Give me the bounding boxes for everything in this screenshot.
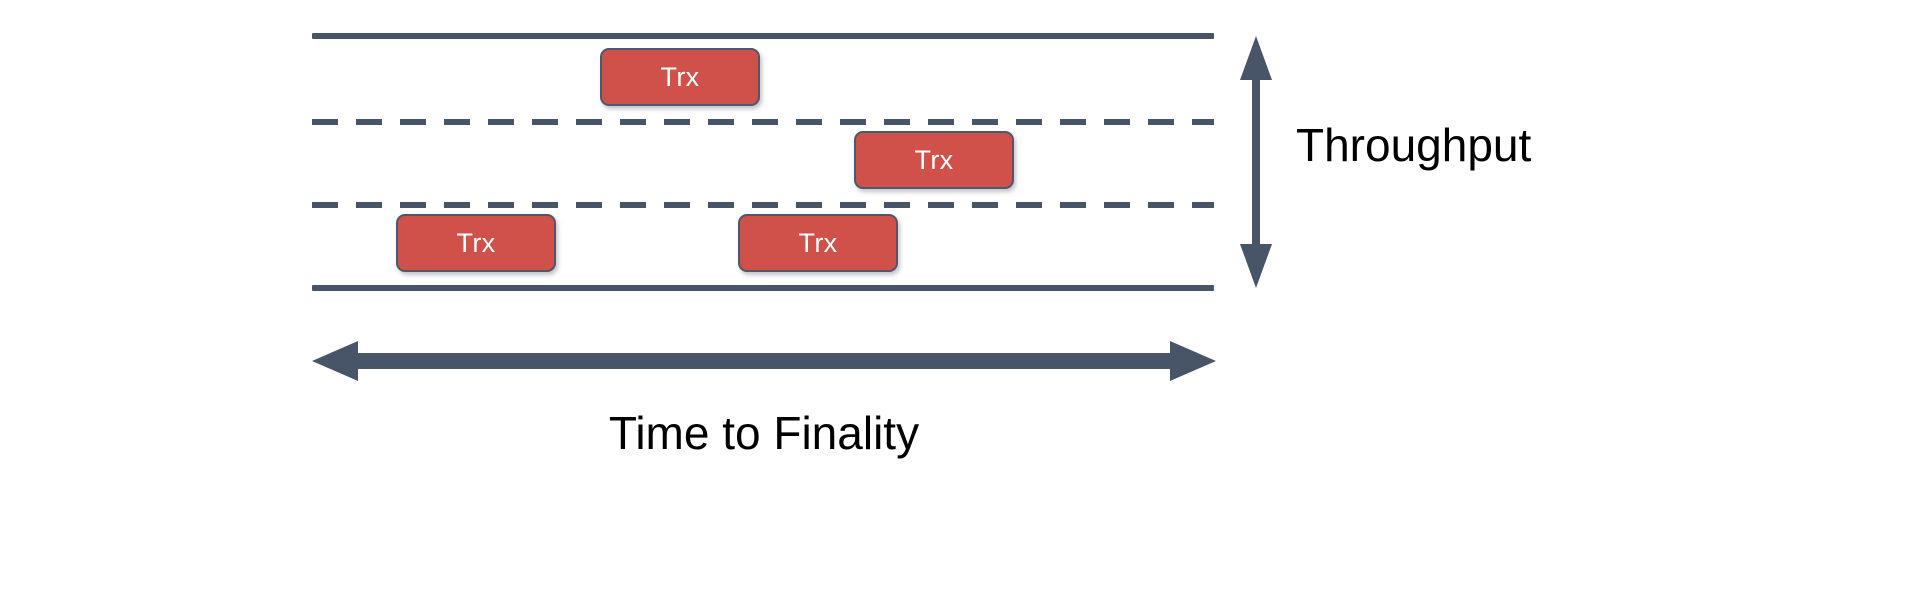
time-to-finality-arrow-icon xyxy=(312,335,1216,387)
lane-bottom-boundary-line xyxy=(312,285,1214,291)
throughput-arrow-icon xyxy=(1238,36,1274,288)
time-to-finality-axis-label: Time to Finality xyxy=(608,407,920,459)
lane-divider-line-1 xyxy=(312,119,1214,125)
throughput-axis-label: Throughput xyxy=(1296,119,1532,171)
transaction-box[interactable]: Trx xyxy=(600,48,760,106)
lane-divider-line-2 xyxy=(312,202,1214,208)
lane-top-boundary-line xyxy=(312,33,1214,39)
transaction-box[interactable]: Trx xyxy=(738,214,898,272)
transaction-box[interactable]: Trx xyxy=(396,214,556,272)
transaction-box[interactable]: Trx xyxy=(854,131,1014,189)
